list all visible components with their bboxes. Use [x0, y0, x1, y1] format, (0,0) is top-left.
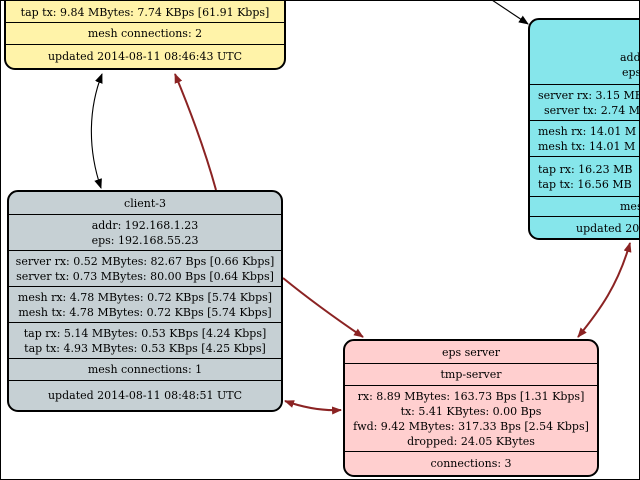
client3-server-rx: server rx: 0.52 MBytes: 82.67 Bps [0.66 … [15, 254, 275, 268]
node-cyan-right[interactable]: addr eps server rx: 3.15 MB server tx: 2… [528, 18, 640, 240]
client3-title-section: client-3 [9, 192, 281, 214]
cyan-eps: eps [622, 66, 640, 79]
client3-addr: addr: 192.168.1.23 [91, 218, 199, 232]
client3-updated: updated 2014-08-11 08:48:51 UTC [47, 389, 243, 402]
cyan-updated-section: updated 20 [530, 216, 640, 238]
client3-mesh-connections: mesh connections: 1 [87, 363, 203, 376]
cyan-mesh-connections: mes [620, 200, 640, 213]
cyan-mesh-section: mesh rx: 14.01 M mesh tx: 14.01 M [530, 120, 640, 156]
client3-updated-section: updated 2014-08-11 08:48:51 UTC [9, 380, 281, 410]
client3-mesh-rx: mesh rx: 4.78 MBytes: 0.72 KBps [5.74 Kb… [17, 290, 273, 304]
edge-client3-to-client2 [174, 73, 217, 191]
eps-server-connections-section: connections: 3 [345, 451, 597, 475]
eps-server-host: tmp-server [440, 368, 502, 381]
client3-name: client-3 [124, 196, 166, 210]
client3-server-section: server rx: 0.52 MBytes: 82.67 Bps [0.66 … [9, 250, 281, 286]
client3-mesh-connections-section: mesh connections: 1 [9, 358, 281, 380]
edge-eps-server-cyan-node [577, 242, 632, 338]
client3-eps: eps: 192.168.55.23 [91, 233, 199, 247]
node-client-3[interactable]: client-3 addr: 192.168.1.23 eps: 192.168… [7, 190, 283, 412]
cyan-mesh-connections-section: mes [530, 196, 640, 216]
eps-server-rx: rx: 8.89 MBytes: 163.73 Bps [1.31 Kbps] [357, 389, 585, 403]
client3-mesh-tx: mesh tx: 4.78 MBytes: 0.72 KBps [5.74 Kb… [18, 305, 272, 319]
eps-server-host-section: tmp-server [345, 363, 597, 385]
client3-mesh-section: mesh rx: 4.78 MBytes: 0.72 KBps [5.74 Kb… [9, 286, 281, 322]
client2-tap-section: tap tx: 9.84 MBytes: 7.74 KBps [61.91 Kb… [6, 0, 284, 22]
edge-into-cyan-node [491, 0, 529, 25]
edge-client3-eps-server-bidirectional [284, 400, 342, 415]
eps-server-dropped: dropped: 24.05 KBytes [407, 434, 535, 448]
node-eps-server[interactable]: eps server tmp-server rx: 8.89 MBytes: 1… [343, 339, 599, 477]
client2-tap-tx: tap tx: 9.84 MBytes: 7.74 KBps [61.91 Kb… [20, 6, 270, 19]
cyan-tap-section: tap rx: 16.23 MB tap tx: 16.56 MB [530, 156, 640, 196]
eps-server-name: eps server [441, 345, 501, 359]
cyan-tap-rx: tap rx: 16.23 MB [538, 162, 633, 176]
client3-server-tx: server tx: 0.73 MBytes: 80.00 Bps [0.64 … [16, 269, 274, 283]
node-client-2[interactable]: tap tx: 9.84 MBytes: 7.74 KBps [61.91 Kb… [4, 0, 286, 70]
cyan-mesh-tx: mesh tx: 14.01 M [538, 139, 636, 153]
client3-address-section: addr: 192.168.1.23 eps: 192.168.55.23 [9, 214, 281, 250]
edge-client2-client3 [90, 73, 103, 189]
eps-server-stats-section: rx: 8.89 MBytes: 163.73 Bps [1.31 Kbps] … [345, 385, 597, 451]
eps-server-connections: connections: 3 [430, 457, 512, 470]
client2-mesh-section: mesh connections: 2 [6, 22, 284, 44]
client3-tap-tx: tap tx: 4.93 MBytes: 0.53 KBps [4.25 Kbp… [24, 341, 266, 355]
client2-updated-section: updated 2014-08-11 08:46:43 UTC [6, 44, 284, 68]
eps-server-fwd: fwd: 9.42 MBytes: 317.33 Bps [2.54 Kbps] [353, 419, 589, 433]
cyan-mesh-rx: mesh rx: 14.01 M [538, 124, 637, 138]
cyan-addr: addr [620, 51, 640, 64]
client2-updated: updated 2014-08-11 08:46:43 UTC [47, 50, 243, 63]
cyan-updated: updated 20 [576, 222, 640, 235]
cyan-server-rx: server rx: 3.15 MB [538, 88, 640, 102]
cyan-address-section: addr eps [530, 20, 640, 84]
eps-server-tx: tx: 5.41 KBytes: 0.00 Bps [400, 404, 542, 418]
client2-mesh-connections: mesh connections: 2 [87, 27, 203, 40]
cyan-server-tx: server tx: 2.74 M [544, 103, 640, 117]
edge-client3-to-eps-server [282, 277, 364, 338]
cyan-tap-tx: tap tx: 16.56 MB [538, 177, 632, 191]
eps-server-title-section: eps server [345, 341, 597, 363]
cyan-server-section: server rx: 3.15 MB server tx: 2.74 M [530, 84, 640, 120]
client3-tap-rx: tap rx: 5.14 MBytes: 0.53 KBps [4.24 Kbp… [23, 326, 267, 340]
client3-tap-section: tap rx: 5.14 MBytes: 0.53 KBps [4.24 Kbp… [9, 322, 281, 358]
